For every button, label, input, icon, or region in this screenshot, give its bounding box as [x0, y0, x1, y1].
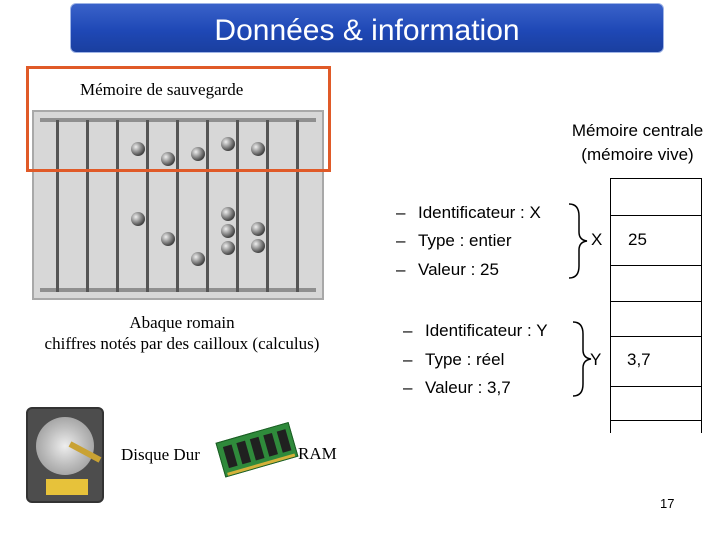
memory-value-y: 3,7: [627, 350, 651, 369]
abacus-bead: [191, 147, 205, 161]
abacus-bead: [191, 252, 205, 266]
var1-type: –Type : entier: [396, 231, 512, 250]
ram-chip: [249, 436, 265, 461]
abacus-rod: [296, 120, 299, 292]
abacus-bead: [251, 142, 265, 156]
page-number: 17: [660, 496, 675, 511]
abacus-bead: [161, 232, 175, 246]
title-bar: Données & information: [70, 3, 664, 53]
abacus-bead: [251, 239, 265, 253]
abacus-rod: [176, 120, 179, 292]
memory-cell-divider: [611, 215, 701, 216]
var1-brace: [568, 203, 588, 279]
var2-brace: [572, 321, 592, 397]
memoire-sauvegarde-label: Mémoire de sauvegarde: [80, 80, 244, 99]
disk-board: [46, 479, 88, 495]
abacus-rod: [146, 120, 149, 292]
highlight-box: [26, 66, 331, 172]
ram-image: [206, 400, 307, 500]
abacus-rod: [56, 120, 59, 292]
ram-chip: [222, 444, 238, 469]
abacus-bead: [131, 142, 145, 156]
memory-cell-divider: [611, 265, 701, 266]
memoire-centrale-title: Mémoire centrale (mémoire vive): [555, 119, 720, 167]
var2-name: Y: [590, 350, 602, 369]
memoire-centrale-line1: Mémoire centrale: [571, 121, 704, 140]
abacus-bead: [221, 241, 235, 255]
memory-cell-divider: [611, 386, 701, 387]
abacus-caption: Abaque romain chiffres notés par des cai…: [0, 312, 364, 354]
abacus-bead: [251, 222, 265, 236]
var1-value: –Valeur : 25: [396, 260, 499, 279]
abacus-rod: [116, 120, 119, 292]
var1-name: X: [591, 230, 603, 249]
abacus-caption-line1: Abaque romain: [129, 313, 235, 332]
memoire-centrale-line2: (mémoire vive): [581, 145, 694, 164]
abacus-bead: [131, 212, 145, 226]
ram-chip: [276, 429, 292, 453]
memory-cell-divider: [611, 301, 701, 302]
ram-label: RAM: [298, 444, 337, 463]
abacus-bead: [221, 207, 235, 221]
ram-chip: [263, 432, 278, 457]
var1-identifier: –Identificateur : X: [396, 203, 541, 222]
abacus-image: [32, 110, 324, 300]
hard-disk-image: [26, 407, 104, 503]
abacus-rod: [236, 120, 239, 292]
abacus-rod: [206, 120, 209, 292]
abacus-bead: [221, 224, 235, 238]
slide-title: Données & information: [214, 14, 520, 47]
abacus-rod: [86, 120, 89, 292]
memory-cell-divider: [611, 336, 701, 337]
abacus-bead: [161, 152, 175, 166]
abacus-bead: [221, 137, 235, 151]
memory-value-x: 25: [628, 230, 647, 249]
var2-type: –Type : réel: [403, 350, 505, 369]
disk-platter: [36, 417, 94, 475]
ram-board: [215, 421, 299, 478]
abacus-rod: [266, 120, 269, 292]
var2-identifier: –Identificateur : Y: [403, 321, 548, 340]
disque-dur-label: Disque Dur: [121, 445, 200, 464]
abacus-caption-line2: chiffres notés par des cailloux (calculu…: [44, 334, 320, 353]
memory-cell-divider: [611, 178, 701, 179]
memory-cell-divider: [611, 420, 701, 421]
memory-column: [610, 178, 702, 433]
var2-value: –Valeur : 3,7: [403, 378, 511, 397]
ram-chip: [236, 440, 252, 465]
